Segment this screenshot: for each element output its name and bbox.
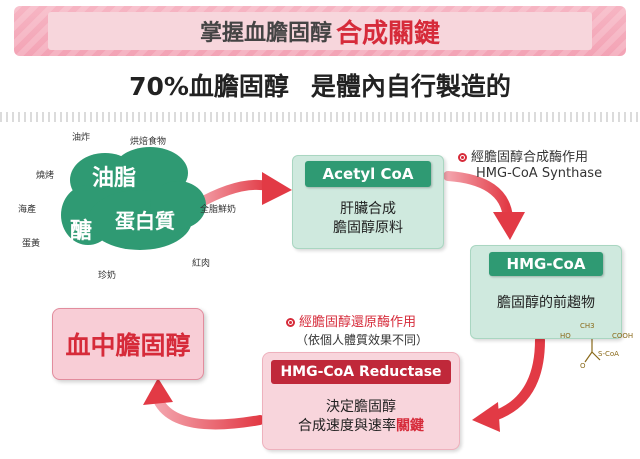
synthase-note-line1: 經膽固醇合成酶作用 bbox=[458, 146, 588, 165]
title-part1: 掌握血膽固醇 bbox=[199, 21, 332, 46]
struct-cooh: COOH bbox=[612, 332, 634, 340]
hmg-coa-box: HMG-CoA 膽固醇的前趨物 bbox=[470, 245, 622, 339]
food-cloud bbox=[61, 147, 206, 250]
subtitle: 70%血膽固醇 是體內自行製造的 bbox=[0, 62, 640, 108]
arrow-head-2 bbox=[493, 212, 525, 240]
reductase-line2: 合成速度與速率關鍵 bbox=[298, 418, 424, 434]
label-bubbletea: 珍奶 bbox=[98, 271, 117, 281]
title-part2: 合成關鍵 bbox=[336, 18, 441, 49]
bullet-icon-2 bbox=[286, 318, 295, 327]
divider bbox=[0, 112, 640, 122]
arrow-head-1 bbox=[262, 172, 292, 205]
hmg-coa-tag: HMG-CoA bbox=[489, 252, 603, 276]
struct-o: O bbox=[580, 362, 586, 370]
arrow-acetyl-to-hmg bbox=[443, 171, 513, 223]
bullet-icon bbox=[458, 153, 467, 162]
reductase-note-line2: （依個人體質效果不同） bbox=[296, 333, 429, 347]
label-grilled: 燒烤 bbox=[36, 171, 55, 181]
arrow-reductase-to-blood bbox=[153, 395, 265, 430]
reductase-box: HMG-CoA Reductase 決定膽固醇 合成速度與速率關鍵 bbox=[262, 352, 460, 450]
arrow-head-3 bbox=[472, 402, 500, 432]
label-yolk: 蛋黃 bbox=[22, 239, 41, 249]
cloud-sugar: 醣 bbox=[70, 219, 93, 244]
struct-ch3: CH3 bbox=[580, 322, 595, 330]
reductase-line1: 決定膽固醇 bbox=[326, 399, 396, 415]
label-fried: 油炸 bbox=[72, 133, 91, 143]
cloud-protein: 蛋白質 bbox=[115, 209, 175, 233]
blood-cholesterol-box: 血中膽固醇 bbox=[52, 308, 204, 380]
label-seafood: 海產 bbox=[18, 205, 37, 215]
acetyl-coa-tag: Acetyl CoA bbox=[305, 161, 431, 187]
struct-scoa: S-CoA bbox=[598, 350, 619, 358]
reductase-note-line1: 經膽固醇還原酶作用 bbox=[286, 311, 416, 330]
label-milk: 全脂鮮奶 bbox=[200, 205, 237, 215]
struct-ho: HO bbox=[560, 332, 571, 340]
acetyl-coa-box: Acetyl CoA 肝臟合成 膽固醇原料 bbox=[292, 155, 444, 249]
label-redmeat: 紅肉 bbox=[192, 259, 211, 269]
acetyl-line2: 膽固醇原料 bbox=[333, 220, 403, 236]
label-baked: 烘焙食物 bbox=[130, 137, 167, 147]
title-banner: 掌握血膽固醇 合成關鍵 bbox=[14, 6, 626, 56]
cloud-oil: 油脂 bbox=[92, 166, 137, 191]
reductase-tag: HMG-CoA Reductase bbox=[271, 360, 451, 384]
arrow-hmg-to-reductase bbox=[489, 335, 545, 421]
hmg-line1: 膽固醇的前趨物 bbox=[497, 295, 595, 311]
synthase-note-line2: HMG-CoA Synthase bbox=[476, 166, 603, 181]
subtitle-part2: 是體內自行製造的 bbox=[310, 72, 511, 101]
banner-inner: 掌握血膽固醇 合成關鍵 bbox=[48, 12, 592, 50]
acetyl-line1: 肝臟合成 bbox=[340, 201, 396, 217]
subtitle-part1: 70%血膽固醇 bbox=[129, 72, 289, 101]
arrow-head-4 bbox=[143, 378, 173, 405]
